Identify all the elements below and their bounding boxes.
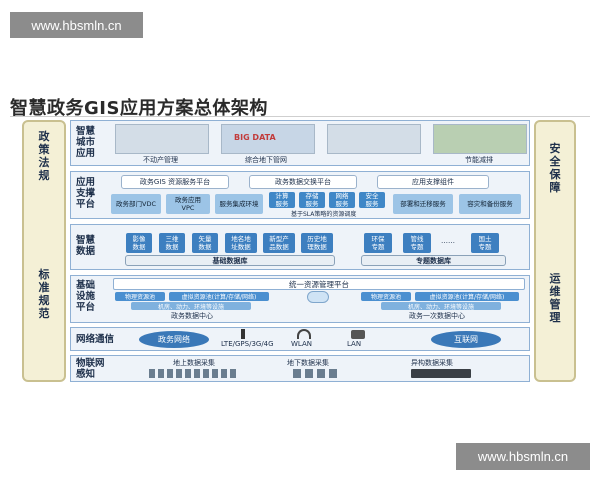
tech-lte: LTE/GPS/3G/4G — [221, 340, 274, 348]
tech-wlan: WLAN — [291, 340, 313, 348]
row-support-platform: 应用 支撑 平台 政务GIS 资源服务平台 政务数据交换平台 应用支撑组件 政务… — [70, 171, 530, 219]
wlan-icon — [297, 329, 311, 339]
service-dept-vdc: 政务部门VDC — [111, 194, 161, 214]
app-tile-pipeline: BIG DATA — [221, 124, 315, 154]
left-virtual-pool: 虚拟资源池 (计算/存储/网络) — [169, 292, 269, 301]
row5-label: 网络通信 — [76, 334, 115, 345]
data-imagery: 影像 数据 — [126, 233, 152, 253]
left-side-panel: 政 策 法 规 标 准 规 范 — [22, 120, 66, 382]
right-facilities: 机房、动力、环境等设施 — [381, 302, 501, 311]
internet: 互联网 — [431, 331, 501, 348]
left-virtual-pool-label: 虚拟资源池 — [181, 294, 212, 301]
data-3d: 三维 数据 — [159, 233, 185, 253]
diagram-title: 智慧政务GIS应用方案总体架构 — [10, 98, 268, 119]
iot-underground: 地下数据采集 — [287, 359, 329, 367]
unified-resource-mgmt: 统一资源管理平台 — [113, 278, 525, 290]
platform-support-components: 应用支撑组件 — [377, 175, 489, 189]
row6-label: 物联网 感知 — [76, 358, 105, 380]
sla-scheduling: 基于SLA策略的资源调度 — [291, 211, 357, 218]
service-compute: 计算 服务 — [269, 192, 295, 208]
big-data-logo: BIG DATA — [234, 133, 276, 142]
topic-pipeline: 管线 专题 — [403, 233, 431, 253]
iot-above-ground: 地上数据采集 — [173, 359, 215, 367]
right-top-label: 安 全 保 障 — [549, 142, 561, 194]
heterogeneous-devices — [411, 369, 471, 378]
right-bottom-label: 运 维 管 理 — [549, 272, 561, 324]
service-app-vpc: 政务应用 VPC — [166, 194, 210, 214]
left-data-center: 政务数据中心 — [171, 312, 213, 320]
left-physical-pool: 物理资源池 — [115, 292, 165, 301]
service-security: 安全 服务 — [359, 192, 385, 208]
title-underline — [10, 116, 590, 117]
right-virtual-pool: 虚拟资源池 (计算/存储/网络) — [415, 292, 519, 301]
data-historical-geo: 历史地 理数据 — [301, 233, 333, 253]
above-ground-devices — [149, 369, 239, 378]
antenna-icon — [241, 329, 245, 339]
row1-label: 智慧 城市 应用 — [76, 126, 96, 159]
data-geoname: 地名地 址数据 — [225, 233, 257, 253]
row-network: 网络通信 政务网络 LTE/GPS/3G/4G WLAN LAN 互联网 — [70, 327, 530, 351]
row4-label: 基础 设施 平台 — [76, 280, 96, 313]
topic-environment: 环保 专题 — [364, 233, 392, 253]
data-new-product: 新型产 品数据 — [263, 233, 295, 253]
app-tile-energy-caption: 节能减排 — [465, 156, 493, 164]
right-side-panel: 安 全 保 障 运 维 管 理 — [534, 120, 576, 382]
cloud-icon — [307, 291, 329, 303]
service-storage: 存储 服务 — [299, 192, 325, 208]
app-tile-real-estate-caption: 不动产管理 — [143, 156, 178, 164]
topic-land: 国土 专题 — [471, 233, 499, 253]
service-deploy-migrate: 部署和迁移服务 — [393, 194, 453, 214]
row-iot-sensing: 物联网 感知 地上数据采集 地下数据采集 异构数据采集 — [70, 355, 530, 382]
data-vector: 矢量 数据 — [192, 233, 218, 253]
right-data-center: 政务一次数据中心 — [409, 312, 465, 320]
service-network: 网络 服务 — [329, 192, 355, 208]
service-dr-backup: 容灾和备份服务 — [459, 194, 521, 214]
row3-label: 智慧 数据 — [76, 235, 96, 257]
row2-label: 应用 支撑 平台 — [76, 177, 96, 210]
app-tile-energy — [433, 124, 527, 154]
right-virtual-pool-note: (计算/存储/网络) — [459, 294, 505, 301]
row-infrastructure: 基础 设施 平台 统一资源管理平台 物理资源池 虚拟资源池 (计算/存储/网络)… — [70, 275, 530, 323]
right-virtual-pool-label: 虚拟资源池 — [429, 294, 460, 301]
left-facilities: 机房、动力、环境等设施 — [131, 302, 251, 311]
row-smart-city-apps: 智慧 城市 应用 不动产管理 BIG DATA 综合地下管网 节能减排 — [70, 120, 530, 166]
lan-icon — [351, 330, 365, 339]
left-virtual-pool-note: (计算/存储/网络) — [211, 294, 257, 301]
topic-database: 专题数据库 — [361, 255, 506, 266]
basic-database: 基础数据库 — [125, 255, 335, 266]
underground-devices — [293, 369, 337, 378]
row-smart-data: 智慧 数据 影像 数据 三维 数据 矢量 数据 地名地 址数据 新型产 品数据 … — [70, 224, 530, 270]
iot-heterogeneous: 异构数据采集 — [411, 359, 453, 367]
service-integration-env: 服务集成环境 — [215, 194, 263, 214]
right-physical-pool: 物理资源池 — [361, 292, 411, 301]
watermark-top: www.hbsmln.cn — [10, 12, 143, 38]
gov-network: 政务网络 — [139, 331, 209, 348]
topic-ellipsis: …… — [441, 237, 455, 245]
platform-data-exchange: 政务数据交换平台 — [249, 175, 357, 189]
app-tile-unnamed — [327, 124, 421, 154]
app-tile-pipeline-caption: 综合地下管网 — [245, 156, 287, 164]
platform-gis-resource: 政务GIS 资源服务平台 — [121, 175, 229, 189]
tech-lan: LAN — [347, 340, 362, 348]
app-tile-real-estate — [115, 124, 209, 154]
left-top-label: 政 策 法 规 — [38, 130, 50, 182]
watermark-bottom: www.hbsmln.cn — [456, 443, 590, 470]
left-bottom-label: 标 准 规 范 — [38, 268, 50, 320]
